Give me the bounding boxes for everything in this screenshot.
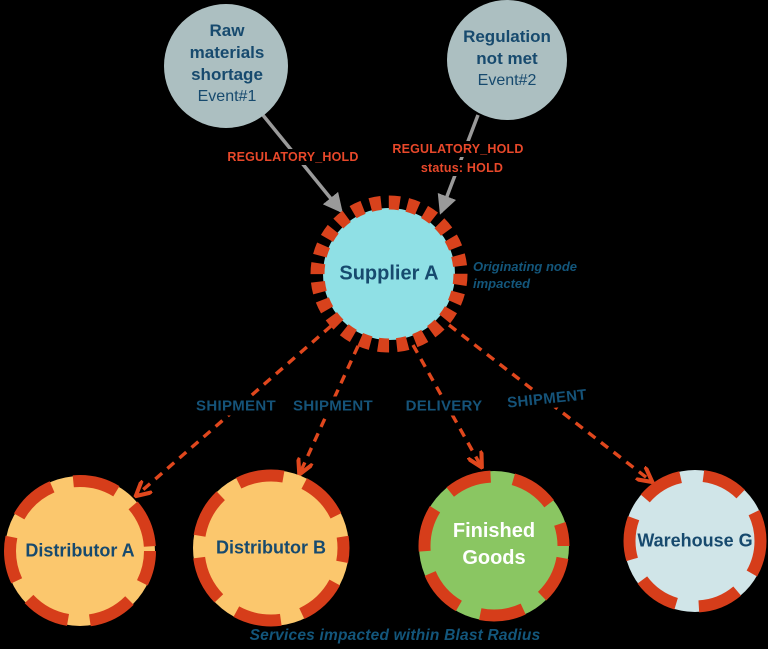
event1-subtitle: Event#1 [197,88,257,105]
originating-node-annotation: Originating node impacted [473,258,603,292]
blast-radius-caption: Services impacted within Blast Radius [249,627,541,644]
node-supplier-a-label: Supplier A [339,262,439,285]
node-supplier-a-circle [323,208,455,340]
event2-title-line2: not met [476,49,538,68]
edge-label-status-hold: status: HOLD [417,160,507,176]
event2-subtitle: Event#2 [477,72,537,89]
node-warehouse-g-circle [624,470,766,612]
node-event2-circle [447,0,567,120]
originating-annotation-line2: impacted [473,276,531,291]
event1-title-line3: shortage [191,65,263,84]
node-event1-circle [164,4,288,128]
node-finished-goods-circle [419,471,569,621]
node-distributor-a-circle [5,476,155,626]
node-warehouse-g-label: Warehouse G [637,530,753,551]
node-distributor-b-circle [193,470,349,626]
node-event1-label: Raw materials shortage Event#1 [190,20,265,108]
edge-supplier-to-warehouse-g [447,323,651,481]
node-finished-goods-label: Finished Goods [453,518,535,572]
node-event2-label: Regulation not met Event#2 [463,26,551,92]
event1-title-line2: materials [189,43,265,62]
event1-title-line1: Raw [209,21,245,40]
node-distributor-b-label: Distributor B [216,537,326,558]
node-distributor-a-dashed-border [4,475,156,627]
originating-annotation-line1: Originating node [473,259,577,274]
edge-label-regulatory-hold-2: REGULATORY_HOLD [389,141,527,157]
node-distributor-a-label: Distributor A [25,540,135,561]
node-warehouse-g-dashed-border [623,469,767,613]
edge-label-shipment-1: SHIPMENT [193,396,279,416]
node-supplier-a-dashed-border [310,195,468,353]
node-finished-goods-dashed-border [418,470,570,622]
event2-title-line1: Regulation [463,27,551,46]
edge-label-shipment-2: SHIPMENT [290,396,376,416]
edge-label-delivery: DELIVERY [402,396,486,416]
edge-label-regulatory-hold-1: REGULATORY_HOLD [224,149,362,165]
node-distributor-b-dashed-border [192,469,350,627]
finished-goods-line2: Goods [462,547,526,569]
finished-goods-line1: Finished [452,520,536,542]
